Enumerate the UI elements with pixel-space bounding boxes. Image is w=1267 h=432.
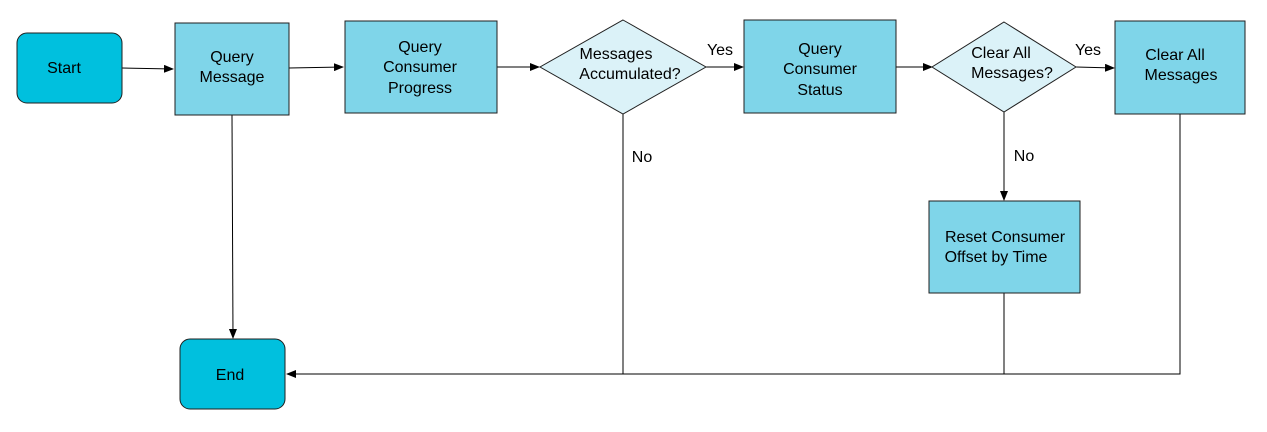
edge-clear-yes-to-clear-messages bbox=[1075, 63, 1115, 72]
query-consumer-status-label-line3: Status bbox=[797, 82, 842, 99]
query-message-node: Query Message bbox=[174, 22, 290, 116]
end-label: End bbox=[216, 367, 244, 384]
reset-consumer-offset-shape bbox=[928, 200, 1081, 294]
edge-label-accumulated-yes: Yes bbox=[707, 42, 733, 59]
query-consumer-progress-label-line2: Consumer bbox=[383, 59, 457, 76]
clear-all-messages-decision-label-line2: Messages? bbox=[971, 65, 1053, 82]
query-message-shape bbox=[174, 22, 290, 116]
clear-all-messages-decision-label-line1: Clear All bbox=[971, 45, 1031, 62]
end-shape bbox=[179, 338, 286, 410]
query-message-label-line1: Query bbox=[210, 49, 254, 66]
edge-start-to-query-message bbox=[121, 64, 174, 73]
edge-query-message-to-end bbox=[228, 114, 237, 339]
query-consumer-progress-shape bbox=[344, 20, 498, 114]
clear-all-messages-label-line1: Clear All bbox=[1145, 47, 1205, 64]
reset-consumer-offset-node: Reset Consumer Offset by Time bbox=[928, 200, 1081, 294]
end-node: End bbox=[179, 338, 286, 410]
query-message-label-line2: Message bbox=[200, 69, 265, 86]
query-consumer-progress-label-line1: Query bbox=[398, 39, 442, 56]
messages-accumulated-shape bbox=[538, 19, 708, 115]
edge-clear-messages-to-end bbox=[286, 114, 1181, 378]
reset-consumer-offset-label-line1: Reset Consumer bbox=[945, 229, 1066, 246]
start-node: Start bbox=[16, 32, 123, 104]
query-consumer-status-label-line2: Consumer bbox=[783, 61, 857, 78]
clear-all-messages-decision-shape bbox=[931, 21, 1077, 113]
messages-accumulated-label-line2: Accumulated? bbox=[579, 66, 680, 83]
query-consumer-progress-label-line3: Progress bbox=[388, 80, 452, 97]
edge-label-clear-no: No bbox=[1014, 148, 1035, 165]
edges bbox=[121, 63, 1181, 378]
reset-consumer-offset-label-line2: Offset by Time bbox=[945, 249, 1048, 266]
query-consumer-status-label-line1: Query bbox=[798, 41, 842, 58]
edge-query-message-to-progress bbox=[288, 63, 344, 72]
messages-accumulated-decision: Messages Accumulated? bbox=[538, 19, 708, 115]
clear-all-messages-label-line2: Messages bbox=[1145, 67, 1218, 84]
start-shape bbox=[16, 32, 123, 104]
clear-all-messages-decision: Clear All Messages? bbox=[931, 21, 1077, 113]
edge-label-clear-yes: Yes bbox=[1075, 42, 1101, 59]
messages-accumulated-label-line1: Messages bbox=[580, 46, 653, 63]
query-consumer-progress-node: Query Consumer Progress bbox=[344, 20, 498, 114]
clear-all-messages-node: Clear All Messages bbox=[1114, 20, 1246, 115]
edge-label-accumulated-no: No bbox=[632, 149, 653, 166]
clear-all-messages-shape bbox=[1114, 20, 1246, 115]
query-consumer-status-shape bbox=[743, 19, 897, 114]
query-consumer-status-node: Query Consumer Status bbox=[743, 19, 897, 114]
start-label: Start bbox=[47, 60, 81, 77]
